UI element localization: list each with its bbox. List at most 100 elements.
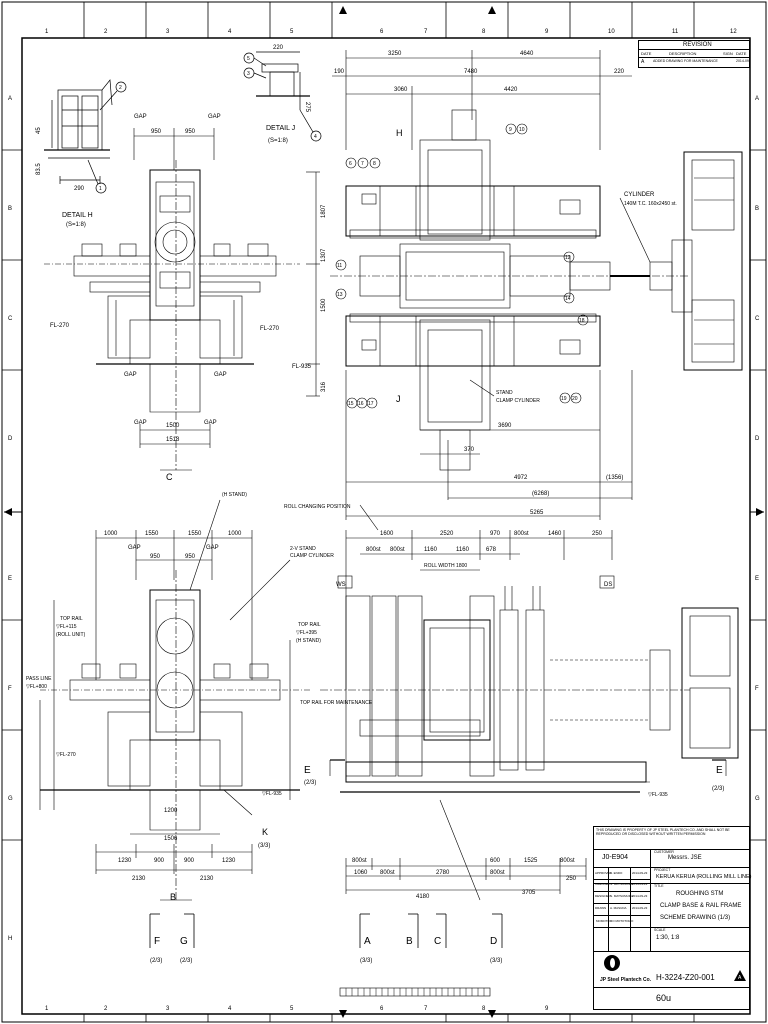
zone-row-a-right: A <box>755 96 759 102</box>
section-b-dim-1000-left: 1000 <box>104 531 118 537</box>
zone-col-11: 11 <box>672 29 679 35</box>
revision-block: REVISION DATE DESCRIPTION SIGN DATE A AD… <box>638 40 750 68</box>
section-c-dim-950-right: 950 <box>185 129 196 135</box>
zone-row-b-right: B <box>755 206 759 212</box>
section-b-top-rail-1-unit: (ROLL UNIT) <box>56 632 86 638</box>
section-c-fl-935: FL-935 <box>292 364 312 370</box>
section-b-label: B <box>170 892 176 902</box>
zone-row-g: G <box>8 796 13 802</box>
elevation-e-right: E <box>716 765 723 776</box>
section-c-gap-left: GAP <box>134 114 147 120</box>
plan-stand-label: STAND <box>496 390 513 396</box>
title-block-project: KERUA KERUA (ROLLING MILL LINE) <box>656 874 752 880</box>
elevation-dim-1060: 1060 <box>354 870 368 876</box>
balloon-10: 10 <box>519 127 525 133</box>
plan-label-h: H <box>396 128 403 138</box>
section-b-dim-1230-left: 1230 <box>118 858 132 864</box>
zone-col-5-bottom: 5 <box>290 1006 294 1012</box>
section-b-clamp-cylinder: CLAMP CYLINDER <box>290 553 334 559</box>
plan-dim-3690: 3690 <box>498 423 512 429</box>
revision-header-sign: SIGN <box>723 51 733 56</box>
zone-col-9-bottom: 9 <box>545 1006 549 1012</box>
section-b-fl-935: ▽FL-935 <box>262 791 282 797</box>
balloon-18: 18 <box>579 318 585 324</box>
section-c-dim-316: 316 <box>321 381 327 392</box>
title-block-job-no: J0-E904 <box>602 854 629 861</box>
section-b-dim-1000-right: 1000 <box>228 531 242 537</box>
section-b-v-stand: 2-V STAND <box>290 546 316 552</box>
title-block-date-2: 2014-09-23 <box>632 882 648 886</box>
plan-label-j: J <box>396 394 401 404</box>
plan-dim-220: 220 <box>614 69 625 75</box>
title-block-drawing-label: TITLE <box>654 884 664 888</box>
elevation-dim-970: 970 <box>490 531 501 537</box>
scale-bar <box>339 987 491 997</box>
zone-row-b: B <box>8 206 12 212</box>
zone-col-5: 5 <box>290 29 294 35</box>
elevation-dim-1460: 1460 <box>548 531 562 537</box>
section-b-dim-900-right: 900 <box>184 858 195 864</box>
revision-title: REVISION <box>683 42 712 48</box>
section-c-fl-270-right: FL-270 <box>260 326 280 332</box>
section-marker-c: C <box>434 936 441 947</box>
section-c-gap-right: GAP <box>208 114 221 120</box>
detail-j-dim-220: 220 <box>273 45 284 51</box>
section-marker-d: D <box>490 936 497 947</box>
revision-header-description: DESCRIPTION <box>669 51 697 56</box>
section-marker-a-sub: (3/3) <box>360 958 372 964</box>
zone-row-e-right: E <box>755 576 759 582</box>
balloon-14: 14 <box>565 296 571 302</box>
section-markers <box>149 913 503 948</box>
title-block-rev: A <box>738 975 742 981</box>
zone-col-8-bottom: 8 <box>482 1006 486 1012</box>
zone-row-f: F <box>8 686 12 692</box>
section-c-dim-1307: 1307 <box>321 248 327 262</box>
zone-col-6-bottom: 6 <box>380 1006 384 1012</box>
section-b-dim-1230-right: 1230 <box>222 858 236 864</box>
plan-cylinder-label: CYLINDER <box>624 192 655 198</box>
balloon-19: 19 <box>561 396 567 402</box>
zone-row-g-right: G <box>755 796 760 802</box>
detail-h-dim-left: 83.5 <box>36 163 42 175</box>
zone-col-3-bottom: 3 <box>166 1006 170 1012</box>
zone-row-a: A <box>8 96 12 102</box>
section-b-dim-950-left: 950 <box>150 554 161 560</box>
detail-h-dim-290: 290 <box>74 186 85 192</box>
section-c-gap-bottom-right: GAP <box>204 420 217 426</box>
title-block-customer-label: CUSTOMER <box>654 850 674 854</box>
elevation-dim-800st-bottom-d: 800st <box>490 870 505 876</box>
plan-dim-1356: (1356) <box>606 475 623 481</box>
balloon-3: 3 <box>247 71 250 77</box>
detail-h-label: DETAIL H <box>62 212 93 219</box>
detail-h-dim-top: 45 <box>36 127 42 134</box>
elevation-e-left: E <box>304 765 311 776</box>
section-b-top-rail-2-fl: ▽FL+395 <box>296 630 317 636</box>
balloon-1: 1 <box>99 186 102 192</box>
balloon-15: 15 <box>348 401 354 407</box>
section-b-top-rail-1: TOP RAIL <box>60 616 83 622</box>
section-c-gap-lower-left: GAP <box>124 372 137 378</box>
section-c-label: C <box>166 472 173 482</box>
zone-col-12: 12 <box>730 29 737 35</box>
elevation-dim-800st-bottom-a: 800st <box>352 858 367 864</box>
elevation-roll-change: ROLL CHANGING POSITION <box>284 504 351 510</box>
elevation-dim-250: 250 <box>592 531 603 537</box>
title-block-date-1: 2014-09-23 <box>632 871 648 875</box>
balloon-16: 16 <box>358 401 364 407</box>
zone-col-1-bottom: 1 <box>45 1006 49 1012</box>
title-block-name-4: A. MASUDA <box>610 906 627 910</box>
section-b-view <box>39 499 310 901</box>
title-block-date-3: 2014-09-23 <box>632 894 648 898</box>
title-block-scale-label: SCALE <box>654 928 666 932</box>
plan-dim-3250: 3250 <box>388 51 402 57</box>
section-b-dim-1506: 1506 <box>164 836 178 842</box>
section-b-top-rail-2-unit: (H STAND) <box>296 638 321 644</box>
title-block-checked-label: CHECKED <box>595 882 610 886</box>
detail-j-view <box>243 51 322 142</box>
section-marker-d-sub: (3/3) <box>490 958 502 964</box>
elevation-top-rail-maint: TOP RAIL FOR MAINTENANCE <box>300 700 373 706</box>
section-b-dim-1550-right: 1550 <box>188 531 202 537</box>
zone-col-2-bottom: 2 <box>104 1006 108 1012</box>
zone-col-4-bottom: 4 <box>228 1006 232 1012</box>
